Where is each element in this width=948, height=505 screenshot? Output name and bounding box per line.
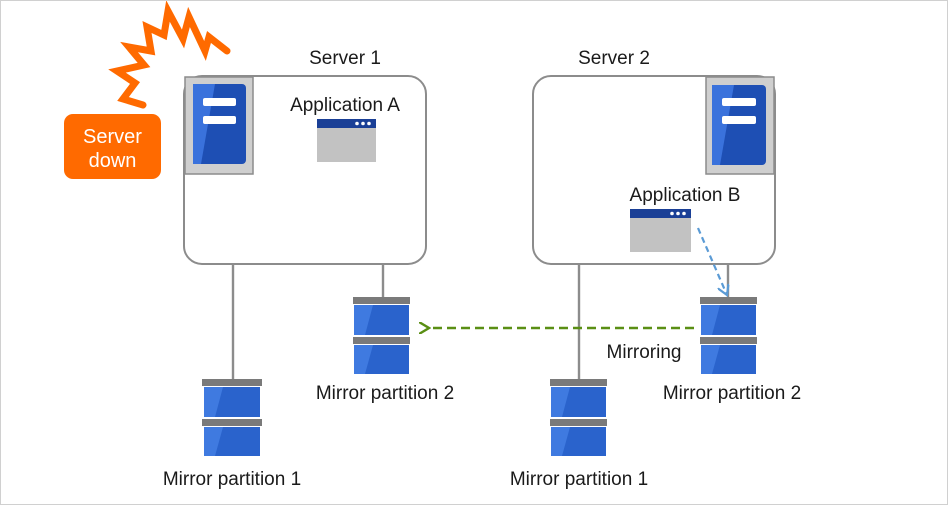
connector-lines bbox=[231, 265, 730, 381]
s2-partition2-label: Mirror partition 2 bbox=[663, 383, 801, 404]
server-down-line2: down bbox=[89, 150, 137, 172]
server-down-badge: Server down bbox=[64, 114, 161, 179]
disk-s1-p1 bbox=[202, 379, 262, 456]
disk-s2-p2 bbox=[700, 297, 757, 374]
s1-partition2-label: Mirror partition 2 bbox=[316, 383, 454, 404]
server2-tower-icon bbox=[705, 76, 775, 175]
server2-label: Server 2 bbox=[578, 48, 650, 69]
server1-label: Server 1 bbox=[309, 48, 381, 69]
disk-s1-p2 bbox=[353, 297, 410, 374]
application-b-window-icon bbox=[630, 209, 691, 252]
application-a-window-icon bbox=[317, 119, 376, 162]
s1-partition1-label: Mirror partition 1 bbox=[163, 469, 301, 490]
disk-s2-p1 bbox=[550, 379, 607, 456]
application-a-label: Application A bbox=[290, 95, 400, 116]
mirroring-label: Mirroring bbox=[607, 342, 682, 363]
application-b-label: Application B bbox=[630, 185, 741, 206]
app-access-arrow bbox=[696, 227, 727, 295]
s2-partition1-label: Mirror partition 1 bbox=[510, 469, 648, 490]
server-down-line1: Server bbox=[83, 126, 142, 148]
server1-tower-icon bbox=[184, 76, 254, 175]
lightning-icon bbox=[108, 1, 231, 109]
